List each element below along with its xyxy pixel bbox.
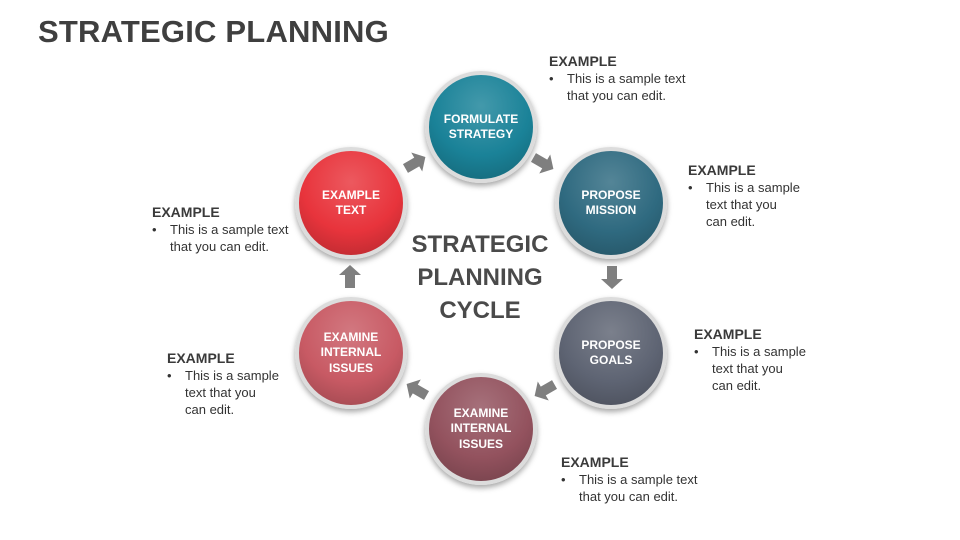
note-right-lower-heading: EXAMPLE xyxy=(694,326,762,342)
node-examine-internal-issues-bottom: EXAMINE INTERNAL ISSUES xyxy=(425,373,537,485)
node-example-text: EXAMPLE TEXT xyxy=(295,147,407,259)
note-top: EXAMPLE • This is a sample text that you… xyxy=(549,53,686,104)
bullet-icon: • xyxy=(694,344,699,359)
bullet-icon: • xyxy=(167,368,172,383)
note-right-upper-heading: EXAMPLE xyxy=(688,162,756,178)
node-example-line-2: TEXT xyxy=(335,203,367,217)
note-right-upper-line-1: This is a sample xyxy=(706,180,800,195)
note-top-line-2: that you can edit. xyxy=(567,88,667,103)
bullet-icon: • xyxy=(549,71,554,86)
note-left-upper-line-2: that you can edit. xyxy=(170,239,270,254)
note-right-upper: EXAMPLE • This is a sample text that you… xyxy=(688,162,800,230)
node-goals-line-2: GOALS xyxy=(589,353,633,367)
arrow-examine-to-examine-icon xyxy=(406,379,430,400)
cycle-center-label: STRATEGIC PLANNING CYCLE xyxy=(400,228,560,327)
node-examine-bottom-line-3: ISSUES xyxy=(458,436,503,451)
center-line-3: CYCLE xyxy=(439,297,521,324)
arrow-mission-to-goals-icon xyxy=(601,266,623,289)
note-bottom: EXAMPLE • This is a sample text that you… xyxy=(561,454,698,505)
note-left-lower-line-1: This is a sample xyxy=(185,368,279,383)
note-left-upper-heading: EXAMPLE xyxy=(152,204,220,220)
center-line-1: STRATEGIC xyxy=(411,231,549,258)
center-line-2: PLANNING xyxy=(417,264,543,291)
arrow-formulate-to-mission-icon xyxy=(530,153,554,174)
node-example-line-1: EXAMPLE xyxy=(321,187,380,202)
arrow-goals-to-examine-icon xyxy=(534,380,558,401)
node-examine-left-line-2: INTERNAL xyxy=(320,345,382,360)
note-right-lower-line-2: text that you xyxy=(712,361,783,376)
note-right-upper-line-2: text that you xyxy=(706,197,777,212)
node-examine-bottom-line-1: EXAMINE xyxy=(453,405,509,420)
note-top-line-1: This is a sample text xyxy=(567,71,686,86)
node-propose-goals: PROPOSE GOALS xyxy=(555,297,667,409)
note-right-lower-line-3: can edit. xyxy=(712,378,762,393)
node-formulate-line-1: FORMULATE xyxy=(443,111,519,126)
note-bottom-line-1: This is a sample text xyxy=(579,472,698,487)
note-left-lower-line-2: text that you xyxy=(185,385,256,400)
bullet-icon: • xyxy=(152,222,157,237)
node-goals-line-1: PROPOSE xyxy=(581,337,641,352)
note-bottom-heading: EXAMPLE xyxy=(561,454,629,470)
arrow-examine-to-example-icon xyxy=(339,265,361,288)
node-propose-mission: PROPOSE MISSION xyxy=(555,147,667,259)
node-examine-bottom-line-2: INTERNAL xyxy=(450,421,512,436)
node-examine-left-line-3: ISSUES xyxy=(328,360,373,375)
note-right-lower-line-1: This is a sample xyxy=(712,344,806,359)
note-left-lower-line-3: can edit. xyxy=(185,402,235,417)
node-formulate-line-2: STRATEGY xyxy=(448,127,514,141)
slide-title: STRATEGIC PLANNING xyxy=(38,14,389,49)
arrow-example-to-formulate-icon xyxy=(402,152,426,173)
node-mission-line-1: PROPOSE xyxy=(581,187,641,202)
note-left-upper: EXAMPLE • This is a sample text that you… xyxy=(152,204,289,255)
node-examine-internal-issues-left: EXAMINE INTERNAL ISSUES xyxy=(295,297,407,409)
node-examine-left-line-1: EXAMINE xyxy=(323,329,379,344)
bullet-icon: • xyxy=(561,472,566,487)
node-mission-line-2: MISSION xyxy=(585,203,637,217)
note-bottom-line-2: that you can edit. xyxy=(579,489,679,504)
bullet-icon: • xyxy=(688,180,693,195)
note-right-lower: EXAMPLE • This is a sample text that you… xyxy=(694,326,806,394)
note-right-upper-line-3: can edit. xyxy=(706,214,756,229)
note-left-upper-line-1: This is a sample text xyxy=(170,222,289,237)
note-left-lower: EXAMPLE • This is a sample text that you… xyxy=(167,350,279,418)
node-formulate-strategy: FORMULATE STRATEGY xyxy=(425,71,537,183)
note-top-heading: EXAMPLE xyxy=(549,53,617,69)
note-left-lower-heading: EXAMPLE xyxy=(167,350,235,366)
